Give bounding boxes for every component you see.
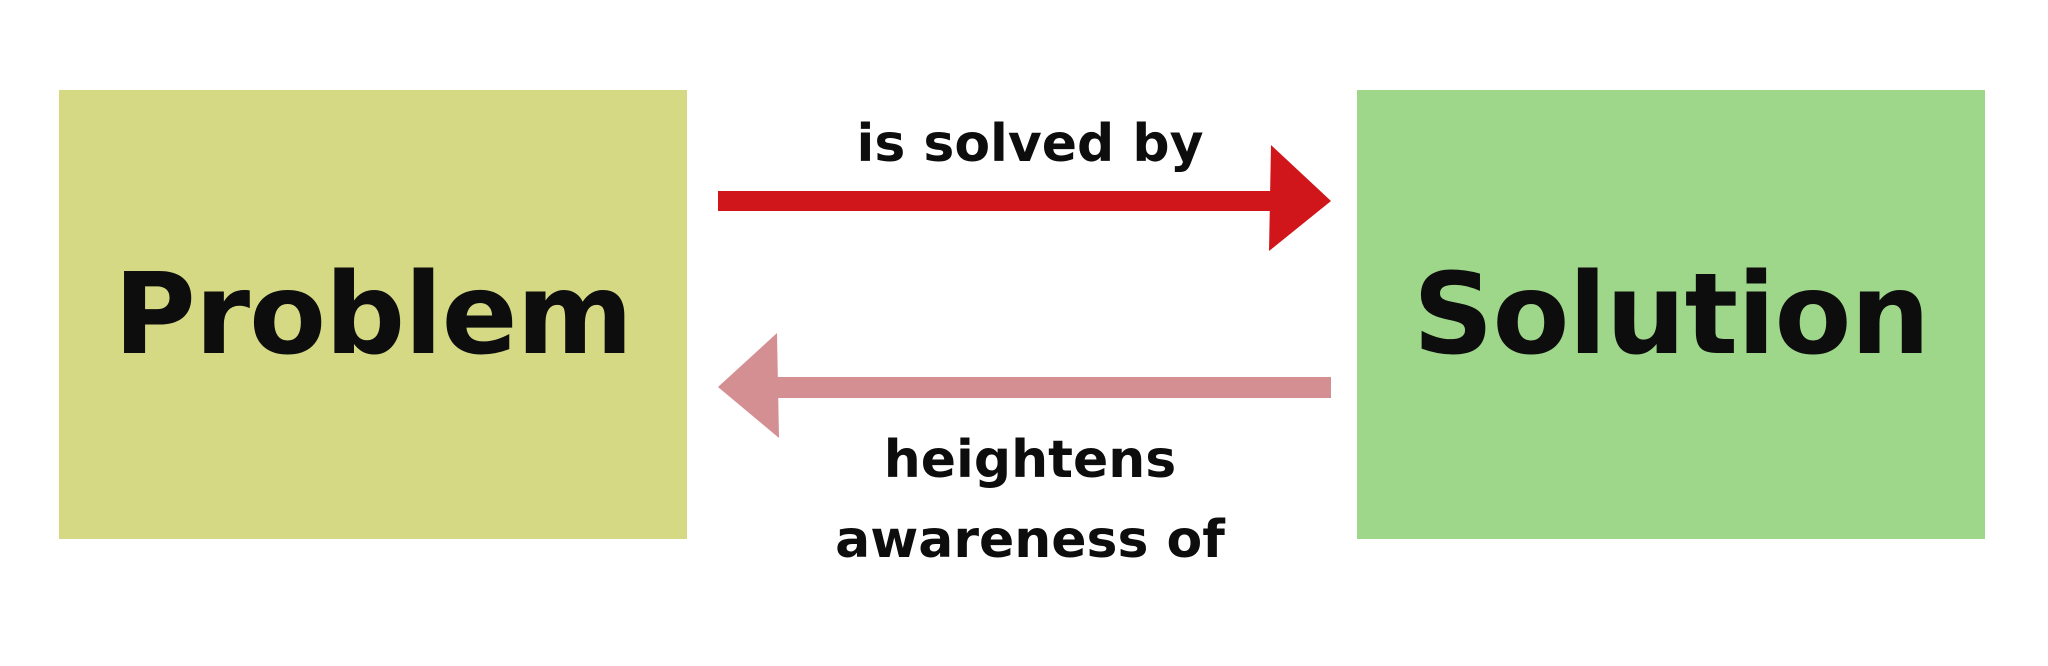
backward-edge-label-line1: heightens [883, 430, 1177, 490]
backward-arrow-head [718, 333, 779, 438]
forward-edge-label: is solved by [856, 114, 1204, 174]
forward-arrow [718, 145, 1331, 251]
problem-box: Problem [59, 90, 687, 539]
forward-arrow-head [1269, 145, 1331, 251]
solution-label: Solution [1412, 249, 1930, 380]
forward-arrow-shaft [718, 191, 1273, 211]
solution-box: Solution [1357, 90, 1985, 539]
backward-arrow [718, 333, 1331, 438]
backward-arrow-shaft [775, 377, 1331, 398]
backward-edge-label-line2: awareness of [835, 510, 1225, 570]
backward-edge-label: heightens awareness of [760, 420, 1300, 580]
problem-label: Problem [113, 249, 633, 380]
